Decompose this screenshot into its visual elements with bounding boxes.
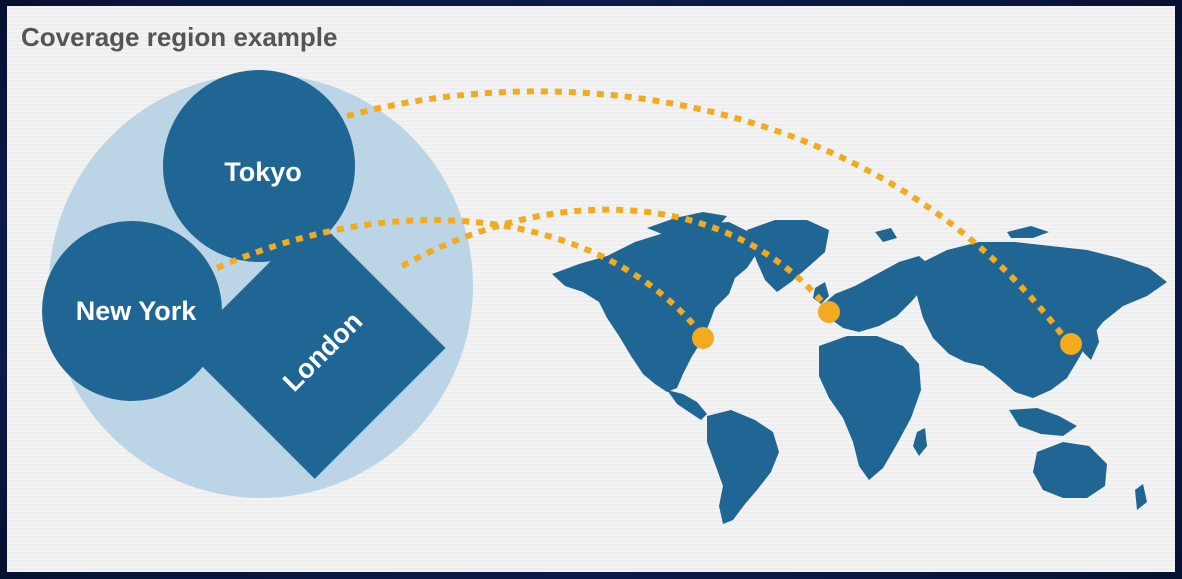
continent-north-america [552, 222, 759, 392]
region-tokyo [163, 70, 355, 262]
connection-tokyo [346, 88, 1072, 346]
continent-asia [917, 242, 1167, 398]
coverage-diagram: Tokyo New York London [42, 70, 1167, 524]
page-title: Coverage region example [21, 22, 338, 52]
connection-london [400, 206, 832, 312]
islands-svalbard [875, 228, 897, 242]
continent-south-america [707, 410, 779, 524]
region-new-york [42, 221, 222, 401]
world-map [552, 212, 1167, 524]
continent-greenland [747, 220, 829, 292]
arctic-islands [647, 212, 727, 236]
region-london [183, 217, 446, 479]
label-tokyo: Tokyo [224, 157, 302, 187]
island-new-zealand [1135, 484, 1147, 510]
label-new-york: New York [76, 296, 198, 326]
marker-london [818, 301, 840, 323]
connections [215, 88, 1072, 346]
island-madagascar [913, 428, 927, 456]
continent-central-america [667, 390, 707, 420]
continent-africa [819, 336, 921, 480]
diagram-panel: Coverage region example [7, 6, 1175, 572]
marker-new-york [692, 327, 714, 349]
islands-arctic-russia [1007, 226, 1049, 238]
continent-europe [821, 256, 933, 332]
marker-tokyo [1060, 333, 1082, 355]
island-japan [1083, 322, 1099, 360]
islands-southeast-asia [1009, 408, 1077, 436]
continent-australia [1033, 442, 1107, 498]
